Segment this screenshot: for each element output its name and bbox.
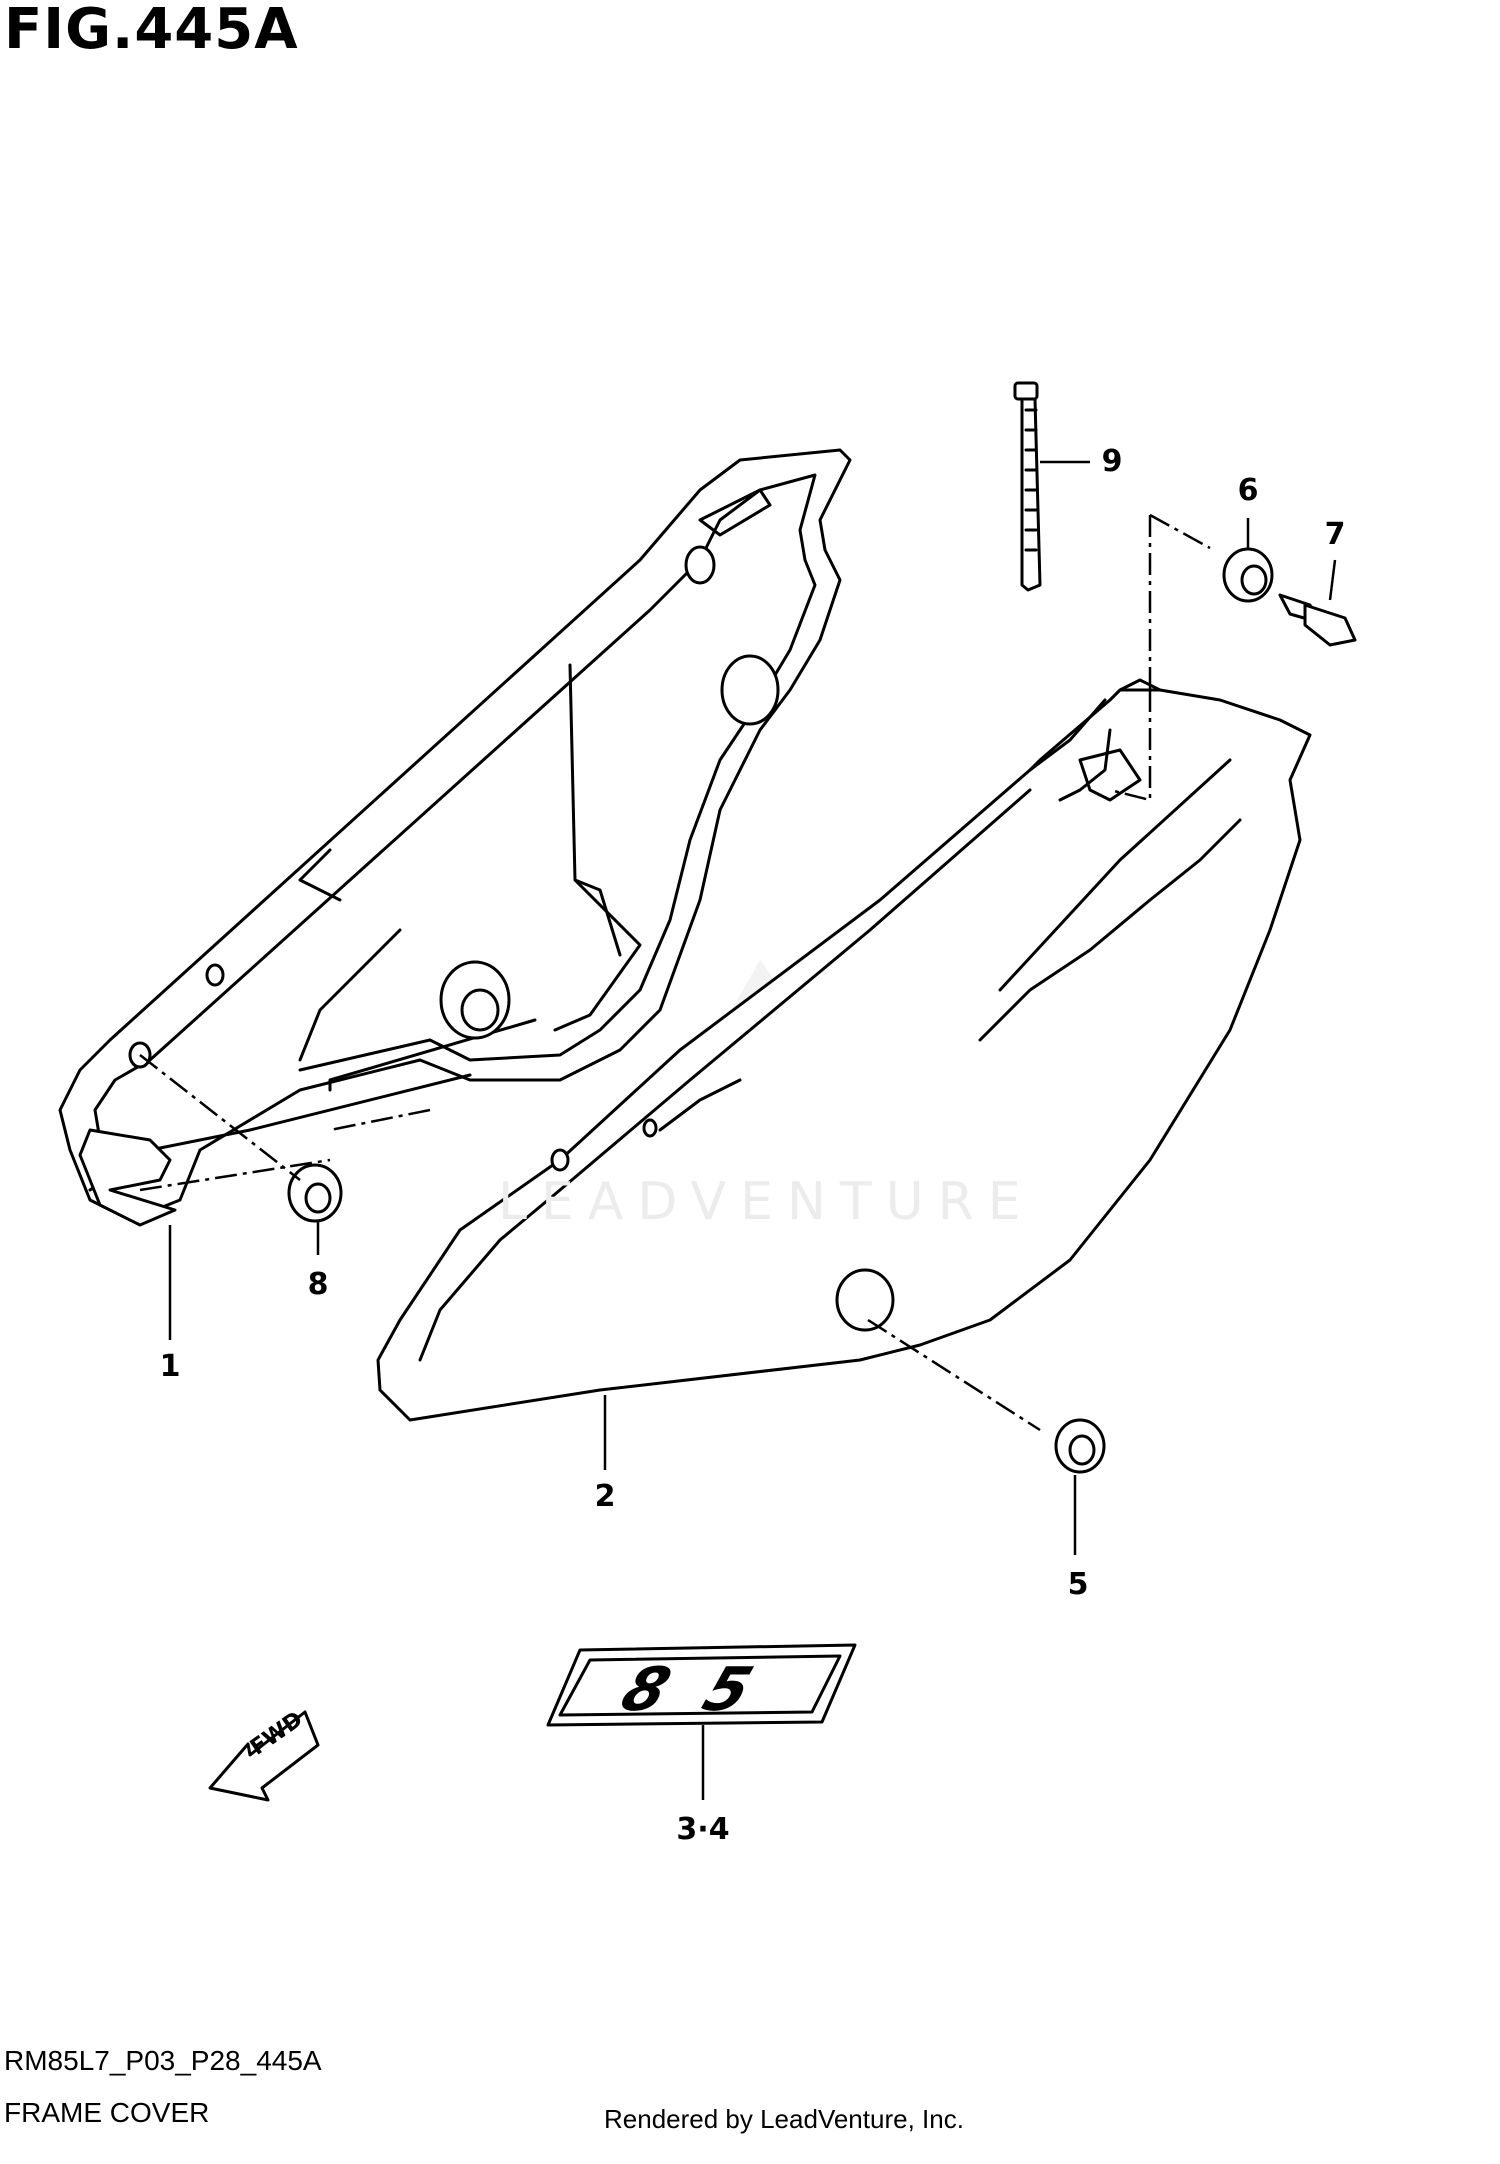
bolt-7	[1278, 593, 1357, 647]
leader-lines	[168, 460, 1337, 1800]
decal-text: 85	[612, 1655, 802, 1725]
frame-cover-right	[376, 678, 1312, 1422]
assembly-lines	[139, 513, 1211, 1432]
grommet-8	[287, 1163, 343, 1223]
callout-3-4: 3·4	[676, 1812, 730, 1847]
decal-85	[546, 1643, 857, 1727]
grommet-6	[1222, 547, 1274, 603]
render-credit: Rendered by LeadVenture, Inc.	[604, 2104, 964, 2134]
callout-5: 5	[1067, 1567, 1089, 1602]
figure-name: FRAME COVER	[4, 2097, 210, 2128]
callout-1: 1	[159, 1349, 181, 1384]
grommet-5	[1054, 1418, 1106, 1474]
frame-cover-left	[58, 448, 852, 1227]
callout-6: 6	[1237, 473, 1259, 508]
watermark-text: LEADVENTURE	[498, 1172, 1035, 1232]
callout-8: 8	[307, 1267, 329, 1302]
figure-title: FIG.445A	[4, 0, 299, 62]
callout-7: 7	[1324, 517, 1346, 552]
callout-9: 9	[1101, 444, 1123, 479]
cable-tie	[1013, 381, 1042, 592]
fwd-arrow	[208, 1710, 320, 1802]
figure-code: RM85L7_P03_P28_445A	[4, 2045, 322, 2076]
callout-2: 2	[594, 1479, 616, 1514]
